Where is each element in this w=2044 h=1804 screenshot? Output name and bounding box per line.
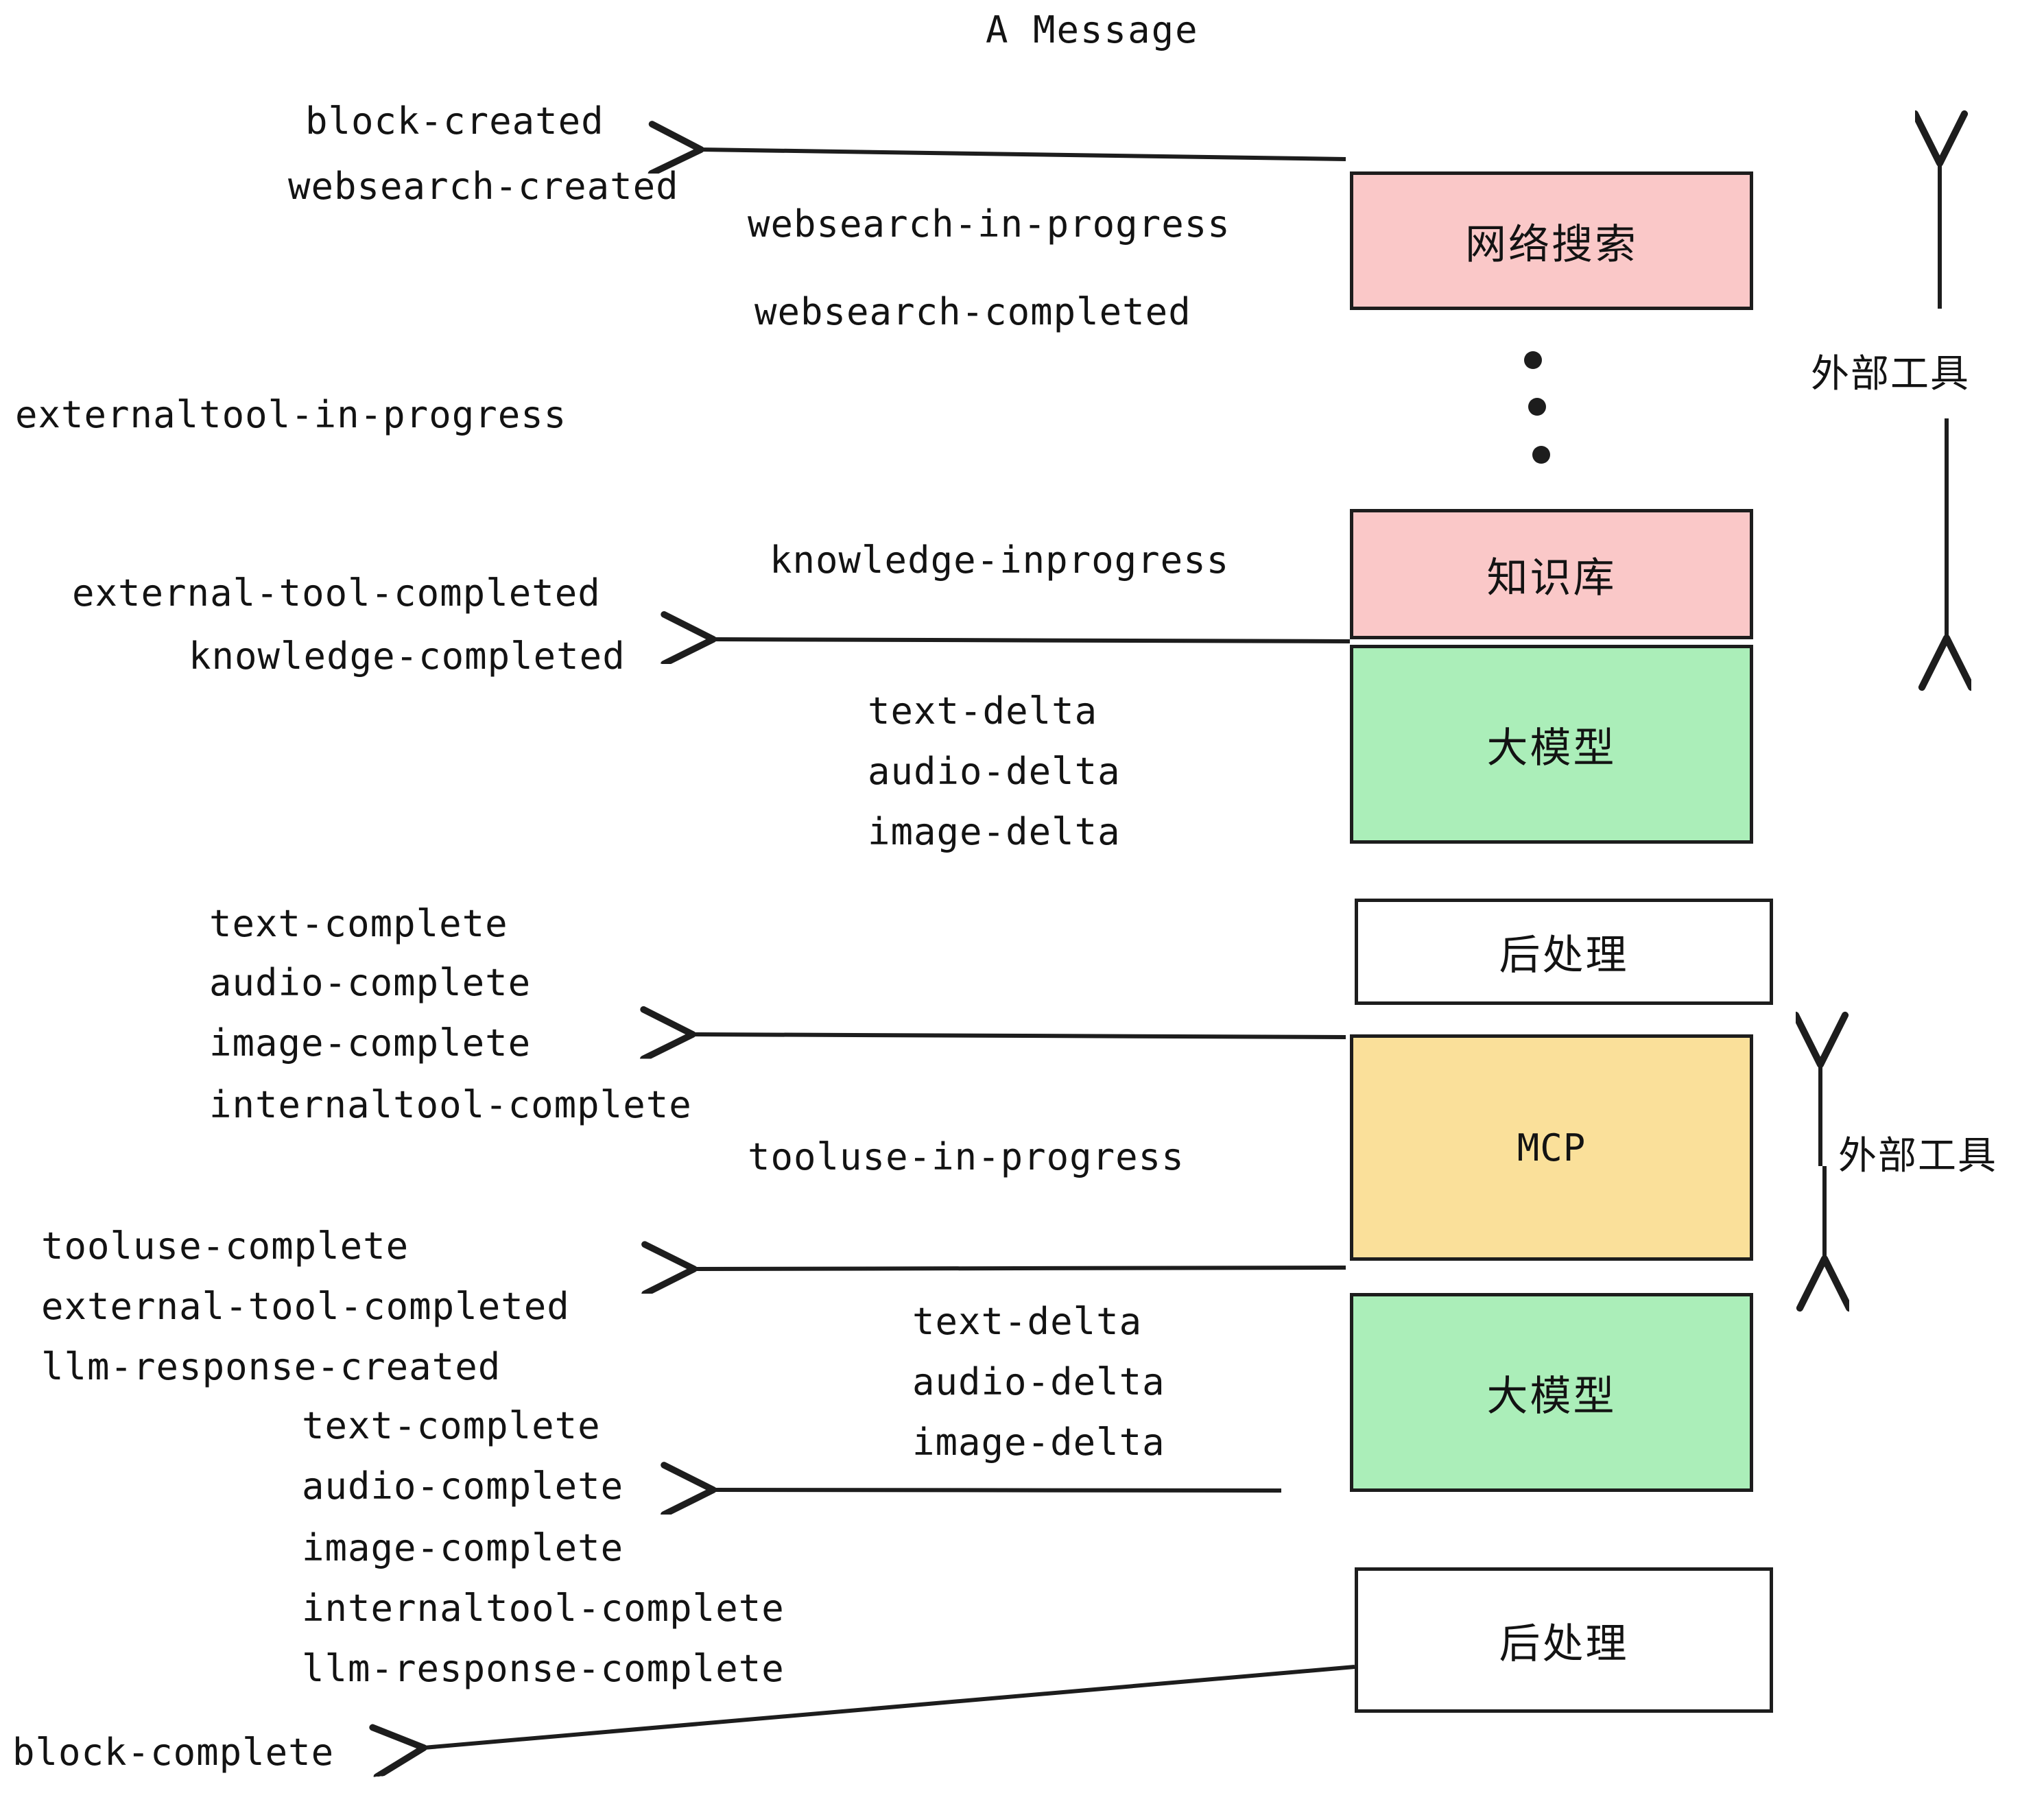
event-label: external-tool-completed — [41, 1285, 570, 1328]
box-label: 网络搜索 — [1465, 220, 1638, 269]
event-label: text-delta — [868, 689, 1098, 733]
event-label: image-delta — [868, 810, 1121, 853]
event-label: knowledge-completed — [189, 634, 626, 678]
event-label: text-complete — [209, 902, 508, 945]
image-complete-arrow — [693, 1034, 1346, 1037]
event-label: block-complete — [12, 1731, 335, 1774]
side-label-external-tools-bottom: 外部工具 — [1838, 1134, 1997, 1178]
event-label: externaltool-in-progress — [15, 393, 567, 436]
box-mcp: MCP — [1350, 1034, 1753, 1261]
event-label: websearch-in-progress — [748, 202, 1231, 246]
event-label: audio-delta — [868, 750, 1121, 793]
box-knowledge: 知识库 — [1350, 509, 1753, 639]
box-websearch: 网络搜索 — [1350, 171, 1753, 310]
event-label: llm-response-complete — [302, 1647, 785, 1690]
event-label: text-complete — [302, 1404, 601, 1447]
box-label: 后处理 — [1499, 1619, 1629, 1668]
ellipsis-dot — [1528, 398, 1546, 416]
event-label: audio-delta — [912, 1360, 1165, 1403]
box-llm1: 大模型 — [1350, 645, 1753, 844]
box-label: MCP — [1517, 1126, 1587, 1170]
event-label: audio-complete — [209, 961, 532, 1004]
box-label: 知识库 — [1486, 554, 1617, 602]
event-label: image-complete — [302, 1526, 624, 1569]
box-post2: 后处理 — [1355, 1567, 1773, 1713]
audio-complete-arrow — [713, 1490, 1282, 1491]
event-label: llm-response-created — [41, 1345, 501, 1388]
event-label: image-complete — [209, 1021, 532, 1065]
page-title: A Message — [986, 8, 1199, 51]
box-label: 后处理 — [1499, 931, 1629, 980]
event-label: tooluse-complete — [41, 1224, 409, 1268]
event-label: internaltool-complete — [302, 1587, 785, 1630]
event-label: text-delta — [912, 1300, 1143, 1343]
box-label: 大模型 — [1486, 1372, 1617, 1421]
event-label: internaltool-complete — [209, 1083, 692, 1126]
ellipsis-dot — [1524, 351, 1542, 369]
event-label: websearch-completed — [754, 290, 1191, 333]
knowledge-completed-arrow — [713, 639, 1351, 641]
tooluse-complete-arrow — [694, 1268, 1346, 1269]
box-llm2: 大模型 — [1350, 1293, 1753, 1492]
event-label: audio-complete — [302, 1464, 624, 1508]
event-label: image-delta — [912, 1421, 1165, 1464]
event-label: tooluse-in-progress — [748, 1135, 1185, 1178]
block-created-arrow — [701, 150, 1346, 159]
side-label-external-tools-top: 外部工具 — [1811, 352, 1970, 396]
ellipsis-dot — [1532, 446, 1550, 464]
event-label: external-tool-completed — [72, 571, 601, 615]
event-label: block-created — [305, 99, 604, 143]
box-post1: 后处理 — [1355, 899, 1773, 1005]
box-label: 大模型 — [1486, 724, 1617, 772]
event-label: knowledge-inprogress — [770, 538, 1230, 582]
event-label: websearch-created — [288, 165, 679, 208]
